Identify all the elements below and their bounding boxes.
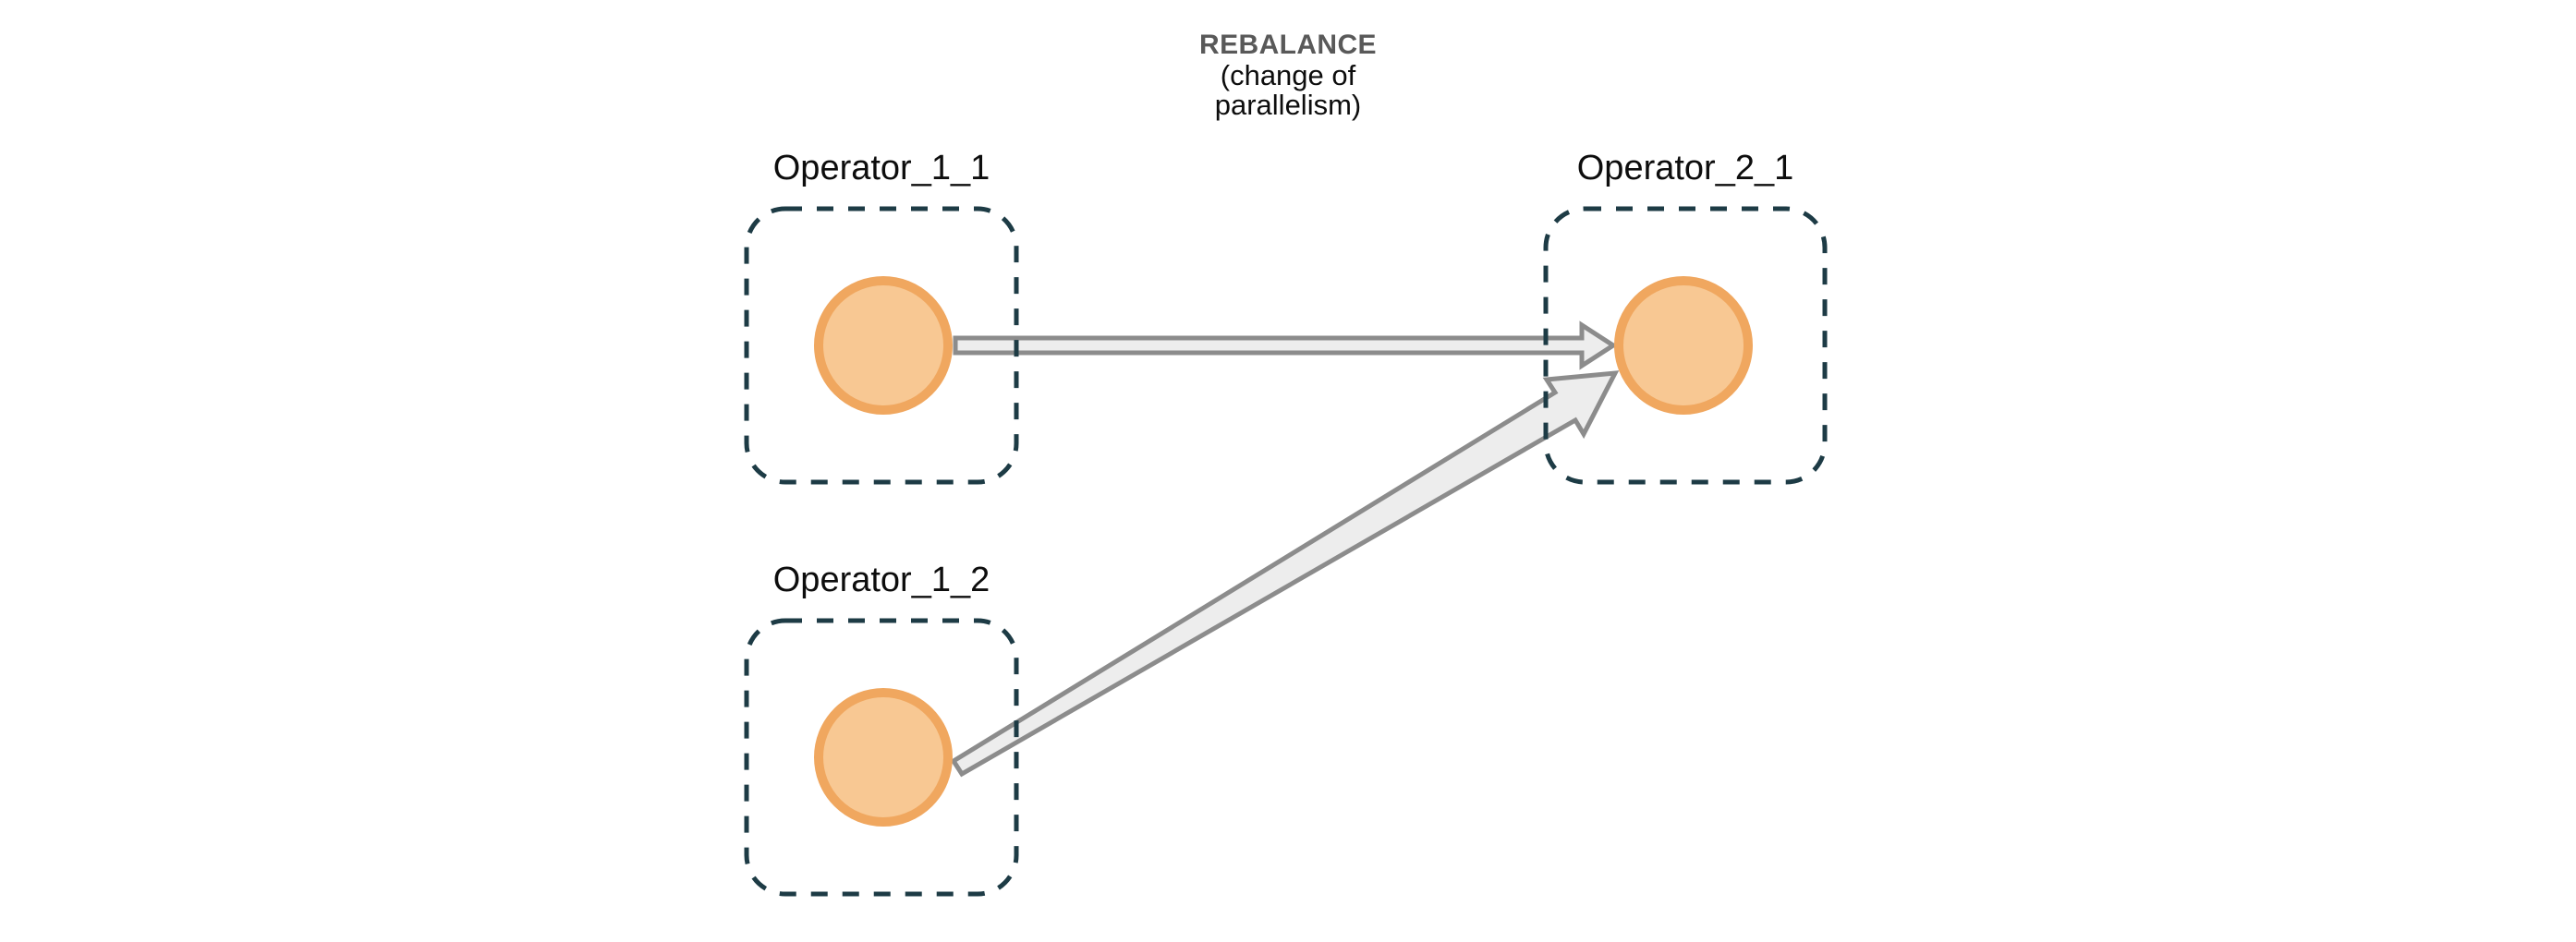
rebalance-title: REBALANCE: [1199, 30, 1377, 60]
diagram-title-group: REBALANCE (change of parallelism): [1199, 30, 1377, 121]
node-operator-1-1[interactable]: Operator_1_1: [744, 149, 1019, 485]
node-label-operator-1-1: Operator_1_1: [773, 149, 990, 187]
node-operator-2-1[interactable]: Operator_2_1: [1543, 149, 1828, 485]
subtask-circle-operator-2-1[interactable]: [1614, 276, 1753, 415]
task-box-operator-1-1[interactable]: [744, 206, 1019, 485]
task-box-operator-2-1[interactable]: [1543, 206, 1828, 485]
edge-operator-1-2-to-operator-2-1: [950, 370, 1620, 778]
edges-group: [950, 320, 1620, 778]
rebalance-subtitle-line-2: parallelism): [1215, 89, 1361, 121]
node-operator-1-2[interactable]: Operator_1_2: [744, 561, 1019, 897]
rebalance-subtitle-line-1: (change of: [1221, 59, 1356, 91]
node-label-operator-1-2: Operator_1_2: [773, 561, 990, 599]
subtask-circle-operator-1-1[interactable]: [814, 276, 953, 415]
node-label-operator-2-1: Operator_2_1: [1577, 149, 1794, 187]
task-box-operator-1-2[interactable]: [744, 618, 1019, 897]
subtask-circle-operator-1-2[interactable]: [814, 688, 953, 827]
edge-operator-1-1-to-operator-2-1: [953, 320, 1618, 370]
